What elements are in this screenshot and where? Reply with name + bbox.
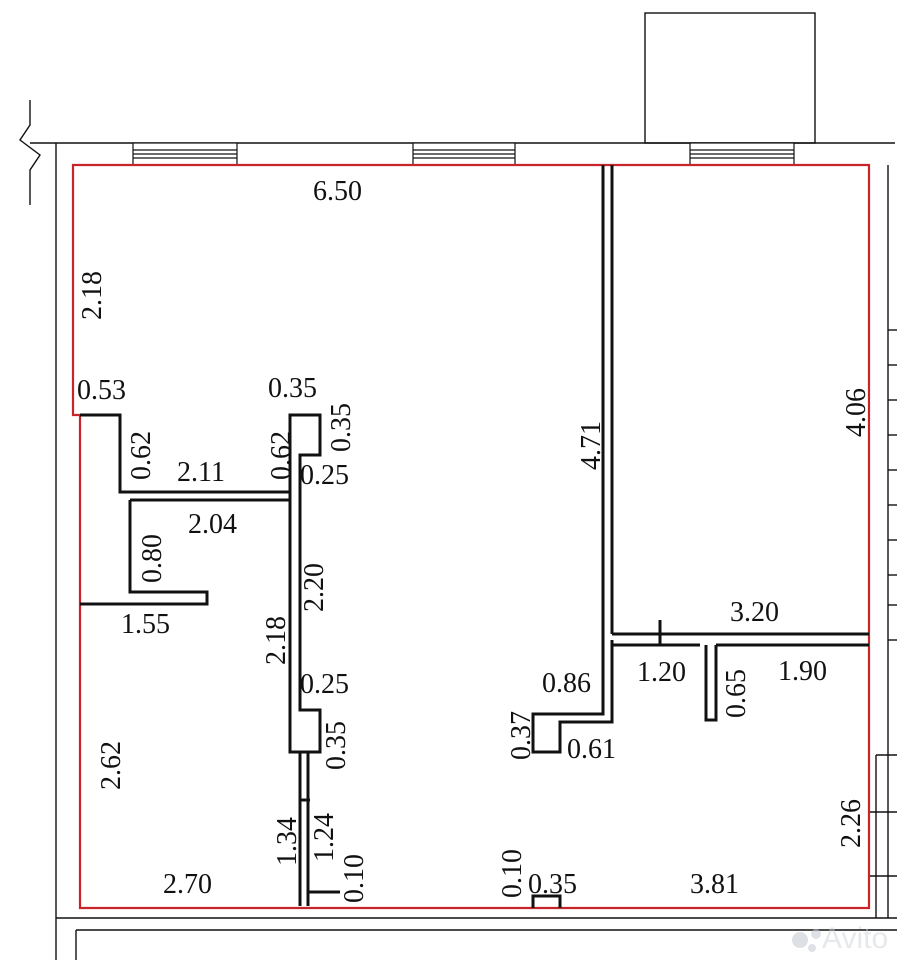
dim-top-width: 6.50 <box>313 176 362 207</box>
watermark-text: Avito <box>822 922 888 955</box>
dim-bottom-left: 2.70 <box>163 869 212 900</box>
dim-notch-a: 0.53 <box>77 375 126 406</box>
dim-partition-right: 2.20 <box>299 563 330 612</box>
avito-logo-icon: Avito <box>792 922 888 955</box>
dim-right-lower: 2.26 <box>836 799 867 848</box>
dim-door-right: 1.24 <box>309 813 340 862</box>
dim-partition-left: 2.18 <box>261 616 292 665</box>
dim-hall-notch-w: 0.35 <box>268 373 317 404</box>
dim-bottom-stub: 0.10 <box>497 849 528 898</box>
dim-partition-gap: 0.25 <box>300 669 349 700</box>
dim-center-wall: 4.71 <box>576 421 607 470</box>
dim-door-left: 1.34 <box>272 817 303 866</box>
dim-center-jog-top: 0.86 <box>542 668 591 699</box>
exterior-walls <box>19 100 897 960</box>
dim-stub-1: 0.65 <box>721 669 752 718</box>
dim-hall-top: 2.11 <box>177 457 225 488</box>
dim-center-jog-bottom: 0.61 <box>567 734 616 765</box>
interior-walls <box>80 165 869 908</box>
dim-bottom-right: 3.81 <box>690 869 739 900</box>
dim-left-upper: 2.18 <box>77 271 108 320</box>
dim-closet-depth: 0.80 <box>137 534 168 583</box>
apartment-outline <box>71 163 871 910</box>
dim-bottom-jog: 0.35 <box>528 869 577 900</box>
dim-hall-notch-side: 0.35 <box>326 403 357 452</box>
dim-center-jog-side: 0.37 <box>506 711 537 760</box>
dim-notch-a-depth: 0.62 <box>126 431 157 480</box>
dim-right-lower-top: 1.90 <box>778 656 827 687</box>
dim-right-room-height: 4.06 <box>841 388 872 437</box>
window-2 <box>412 142 516 166</box>
window-3 <box>689 142 795 166</box>
dim-right-room-width: 3.20 <box>730 597 779 628</box>
dim-closet-w: 1.55 <box>121 609 170 640</box>
dim-door-1: 1.20 <box>637 657 686 688</box>
window-1 <box>132 142 238 166</box>
dim-left-lower: 2.62 <box>96 741 127 790</box>
dim-door-stub: 0.10 <box>339 854 370 903</box>
dim-partition-jog: 0.35 <box>321 721 352 770</box>
right-wall-ticks <box>868 329 897 918</box>
balcony-box <box>644 12 816 144</box>
dim-hall-gap: 0.25 <box>300 460 349 491</box>
dim-inner-top: 2.04 <box>188 509 237 540</box>
dim-hall-notch-depth: 0.62 <box>266 431 297 480</box>
